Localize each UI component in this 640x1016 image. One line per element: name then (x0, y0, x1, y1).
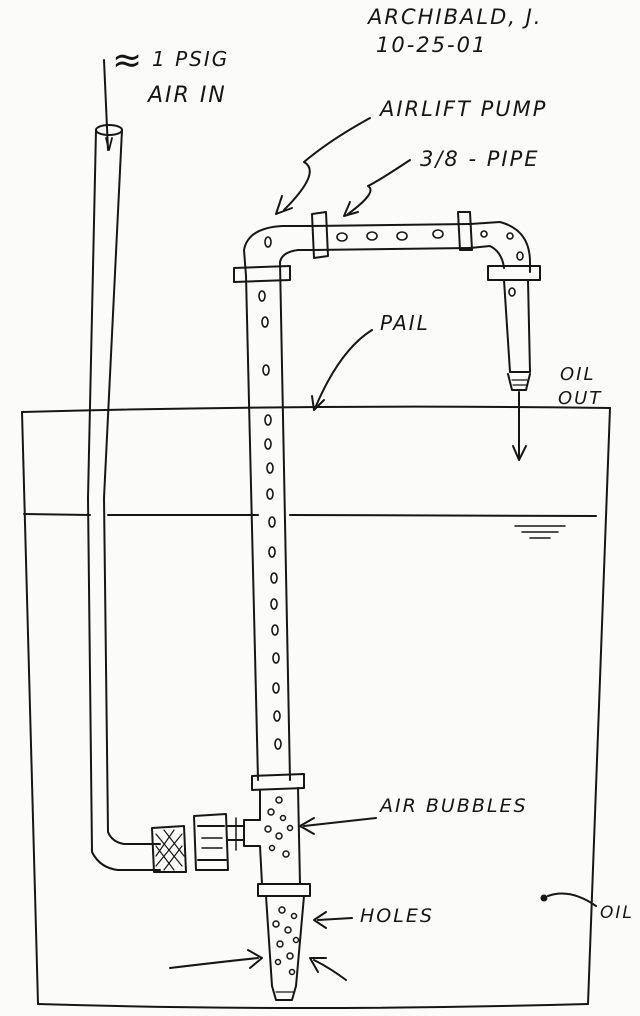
oil-out-label-line1: OIL (560, 364, 596, 385)
oil-label: OIL (600, 903, 634, 923)
riser-bubbles (258, 236, 282, 750)
oil-marker-dot (540, 894, 548, 902)
airlift-pump-label: AIRLIFT PUMP (378, 97, 547, 121)
tee-fitting (243, 787, 301, 885)
tee-bubbles (264, 796, 294, 858)
air-in-label: AIR IN (146, 83, 227, 108)
signature-date: 10-25-01 (376, 33, 487, 57)
top-pipe (311, 223, 471, 251)
outlet-pipe (469, 221, 531, 391)
couplings (233, 211, 541, 897)
leader-arrows (169, 117, 597, 981)
air-inlet-pipe (87, 59, 161, 871)
inlet-holes (272, 906, 300, 976)
air-fittings (151, 813, 245, 873)
holes-label: HOLES (360, 905, 434, 927)
top-pipe-bubbles (336, 229, 444, 242)
riser-pipe (243, 225, 313, 781)
signature-name: ARCHIBALD, J. (366, 5, 542, 29)
oil-out-label-line2: OUT (558, 388, 602, 409)
approx-symbol: ≈ (112, 40, 144, 81)
oil-level (23, 513, 597, 539)
air-bubbles-label: AIR BUBBLES (378, 795, 528, 817)
pipe-size-label: 3/8 - PIPE (420, 147, 540, 171)
air-pressure-label: 1 PSIG (152, 47, 229, 71)
inlet-pipe-with-holes (265, 895, 305, 1001)
air-supply-label: ≈ 1 PSIG AIR IN (112, 40, 229, 108)
pail-label: PAIL (380, 311, 430, 335)
